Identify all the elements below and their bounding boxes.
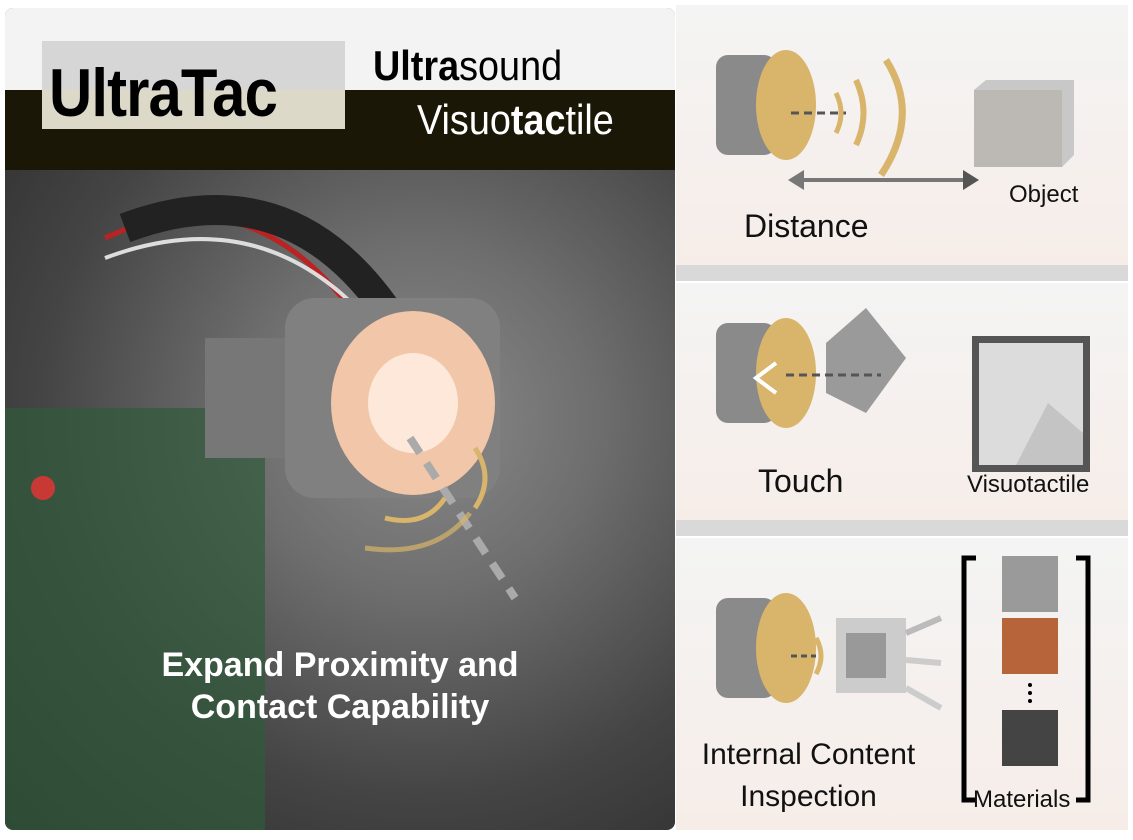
visuotactile-label: Visuotactile bbox=[967, 471, 1090, 498]
inspection-title-line-2: Inspection bbox=[740, 780, 877, 813]
caption-line-1: Expand Proximity and bbox=[161, 646, 519, 684]
subtitle-ultrasound: Ultrasound bbox=[373, 42, 563, 89]
materials-label: Materials bbox=[973, 786, 1071, 813]
subtitle-visuotactile: Visuotactile bbox=[417, 96, 614, 143]
distance-title: Distance bbox=[744, 208, 869, 244]
photo-caption: Expand Proximity and Contact Capability bbox=[5, 644, 675, 728]
distance-panel: Distance Object bbox=[676, 5, 1128, 265]
touch-title: Touch bbox=[758, 463, 844, 499]
caption-line-2: Contact Capability bbox=[190, 688, 490, 726]
logo-title: UltraTac bbox=[49, 55, 278, 131]
inspection-title: Internal Content Inspection bbox=[686, 734, 931, 818]
divider bbox=[676, 520, 1128, 536]
sensor-photo bbox=[5, 195, 519, 830]
inspection-illustration bbox=[716, 555, 1091, 803]
touch-illustration bbox=[716, 308, 1090, 472]
inspection-title-line-1: Internal Content bbox=[701, 738, 916, 771]
object-label: Object bbox=[1009, 181, 1079, 208]
inspection-panel: Internal Content Inspection Materials bbox=[676, 538, 1128, 830]
divider bbox=[676, 265, 1128, 281]
logo-background bbox=[42, 41, 345, 129]
distance-illustration bbox=[716, 50, 1074, 190]
photo-panel: UltraTac Ultrasound Visuotactile Expand … bbox=[5, 8, 675, 830]
touch-panel: Touch Visuotactile bbox=[676, 283, 1128, 520]
